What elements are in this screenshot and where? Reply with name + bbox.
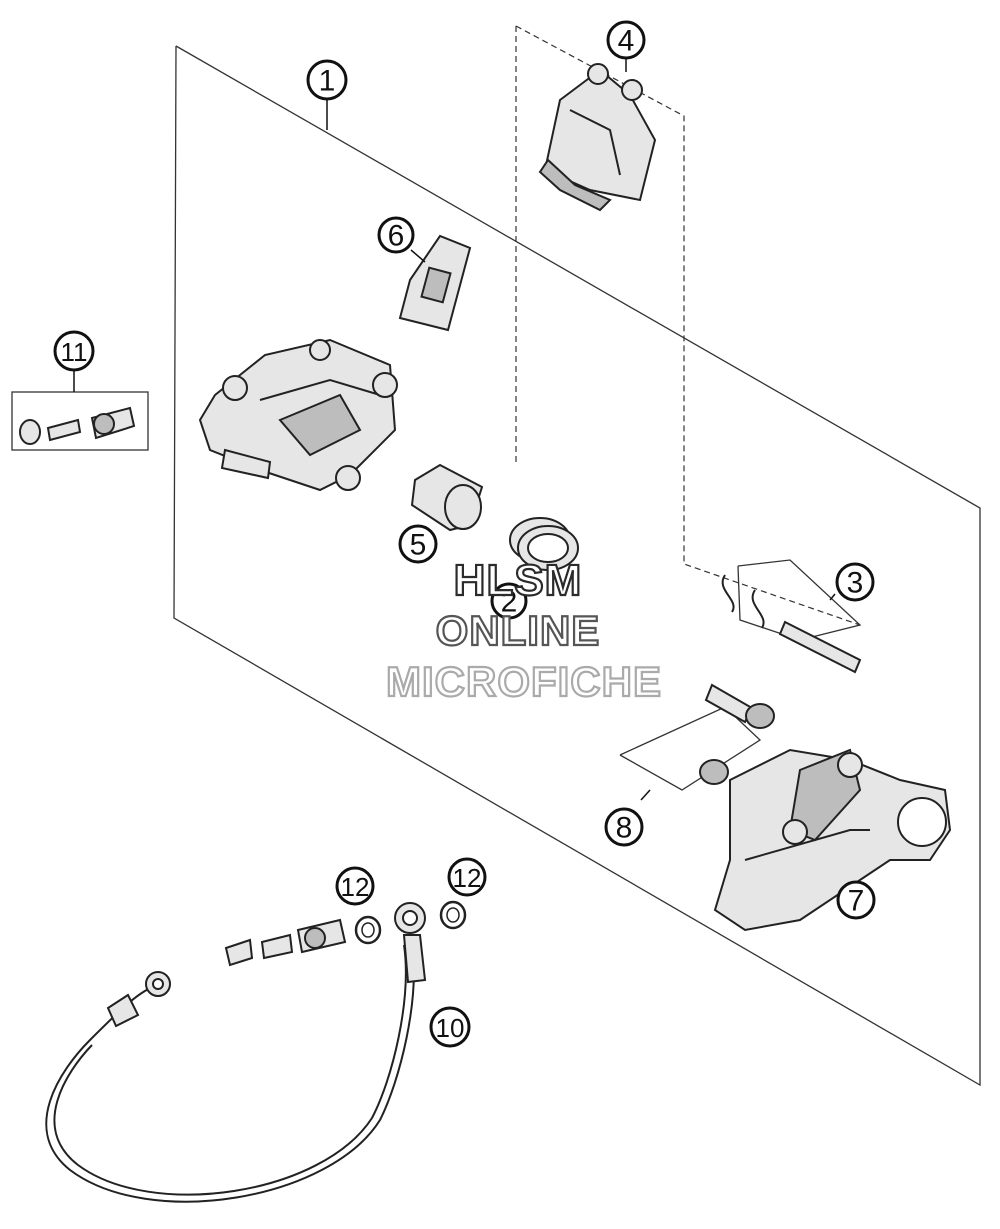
caliper-bracket-part xyxy=(713,748,952,932)
callout-7: 7 xyxy=(836,880,876,920)
watermark: HLSM ONLINE MICROFICHE xyxy=(385,555,662,706)
callout-5-label: 5 xyxy=(410,529,427,562)
callout-12-right: 12 xyxy=(447,857,487,897)
callout-5: 5 xyxy=(398,524,438,564)
pin-and-clips-part xyxy=(721,559,862,674)
callout-12-right-label: 12 xyxy=(453,863,482,893)
pad-spring-part xyxy=(398,234,472,332)
bushings-part xyxy=(619,683,775,791)
watermark-line-1: HLSM xyxy=(454,556,583,605)
callout-3-label: 3 xyxy=(847,567,864,600)
callout-11: 11 xyxy=(53,330,95,372)
callout-1-label: 1 xyxy=(319,65,336,98)
callout-8-label: 8 xyxy=(616,812,633,845)
brake-pads-part xyxy=(538,63,657,212)
watermark-line-3: MICROFICHE xyxy=(386,658,662,705)
callout-1: 1 xyxy=(306,59,348,101)
callout-4-label: 4 xyxy=(618,25,635,58)
callout-10: 10 xyxy=(429,1006,471,1048)
assembly-frame xyxy=(173,45,981,1087)
callout-12-left: 12 xyxy=(335,866,375,906)
callout-7-label: 7 xyxy=(848,885,865,918)
callout-12-left-label: 12 xyxy=(341,872,370,902)
callout-4: 4 xyxy=(606,20,646,60)
callout-3: 3 xyxy=(835,562,875,602)
callout-8: 8 xyxy=(604,807,644,847)
callout-6-label: 6 xyxy=(388,220,405,253)
leader-lines xyxy=(73,58,836,801)
callout-10-label: 10 xyxy=(436,1013,465,1043)
caliper-body-part xyxy=(198,338,398,492)
piston-part xyxy=(410,463,484,532)
seal-rings-part xyxy=(509,517,579,571)
bleeder-kit-part xyxy=(11,391,149,451)
brake-hose-part xyxy=(45,900,467,1203)
watermark-line-2: ONLINE xyxy=(436,607,601,654)
callout-6: 6 xyxy=(377,216,415,254)
callout-2-label: 2 xyxy=(501,586,518,619)
callout-11-label: 11 xyxy=(61,337,88,367)
callout-2: 2 xyxy=(490,582,528,620)
